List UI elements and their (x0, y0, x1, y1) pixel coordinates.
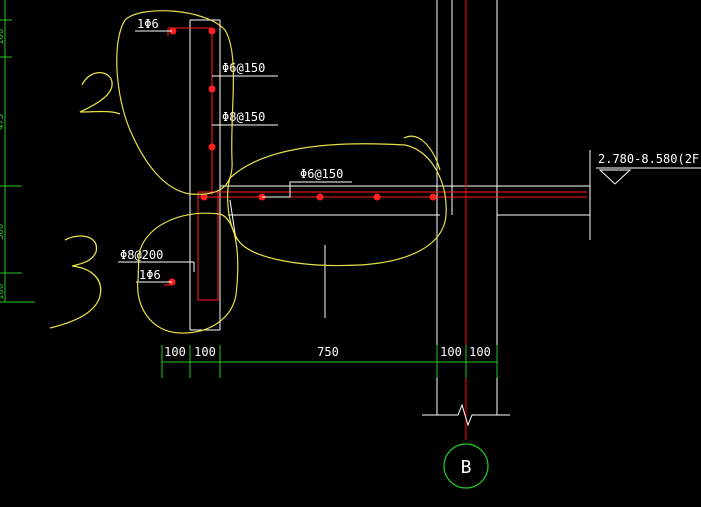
axis-label: B (461, 457, 472, 478)
break-line (422, 403, 510, 427)
dim-text-2: 100 (194, 345, 216, 359)
left-dimension-chain (0, 0, 35, 303)
dim-text-3: 750 (317, 345, 339, 359)
axis-bubble: B (443, 443, 489, 489)
label-bar-v1: Φ6@150 (222, 61, 265, 75)
handwritten-outlines (116, 10, 447, 334)
left-dim-text-4: 100 (0, 284, 6, 300)
left-dim-text-3: 500 (0, 224, 6, 240)
rebar-dots (168, 27, 437, 286)
dim-text-5: 100 (469, 345, 491, 359)
label-bar-lower: Φ8@200 (120, 248, 163, 262)
left-dim-text-2: 475 (0, 114, 6, 130)
elevation-label: 2.780-8.580(2F-4 (598, 152, 701, 166)
left-dim-text-1: 100 (0, 29, 6, 45)
dim-text-1: 100 (164, 345, 186, 359)
dim-text-4: 100 (440, 345, 462, 359)
label-bar-h: Φ6@150 (300, 167, 343, 181)
elevation-marker (596, 167, 701, 185)
handwritten-numbers (49, 71, 121, 329)
leader-lines (118, 30, 352, 283)
bottom-dimension-chain (161, 345, 498, 378)
label-stirrup-top: 1Φ6 (137, 17, 159, 31)
label-bar-v2: Φ8@150 (222, 110, 265, 124)
label-stirrup-bottom: 1Φ6 (139, 268, 161, 282)
